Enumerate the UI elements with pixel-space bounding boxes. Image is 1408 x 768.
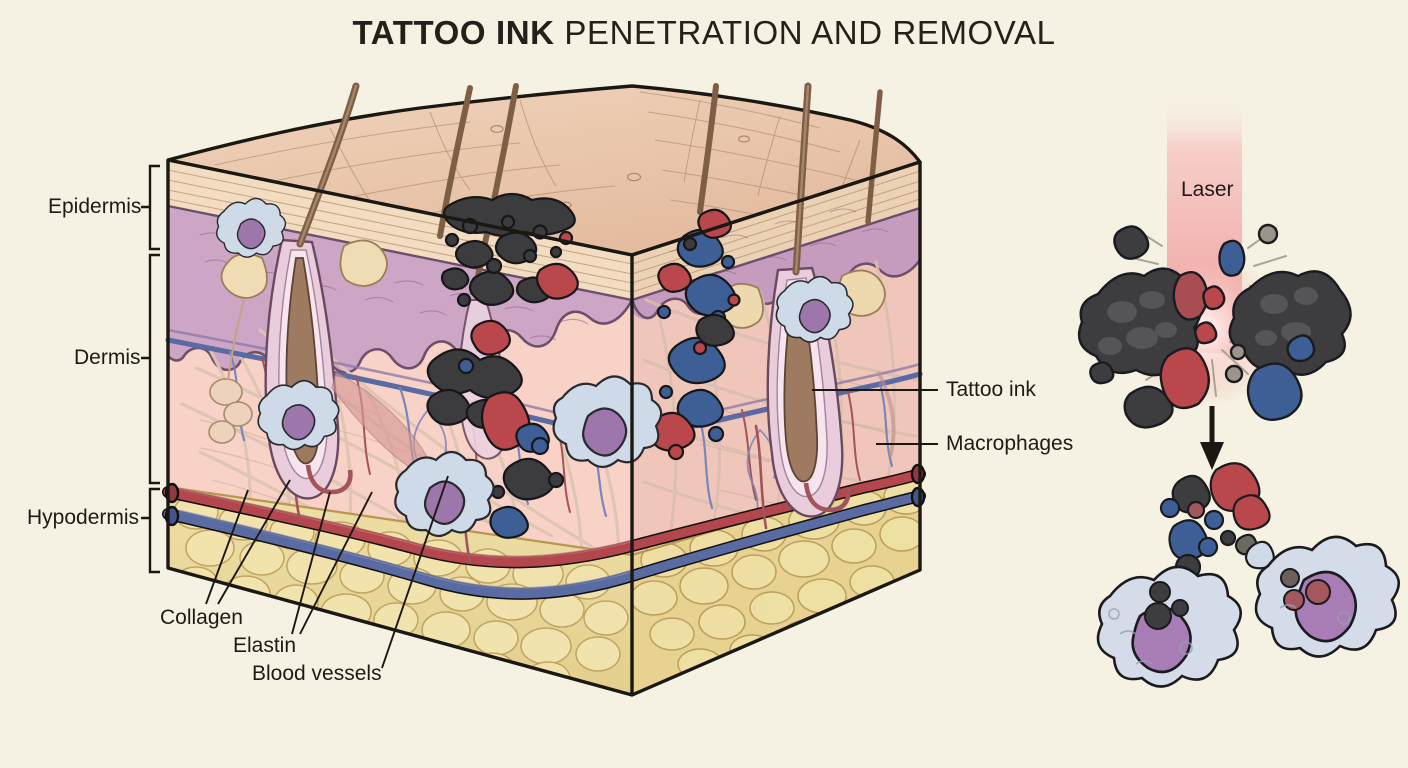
layer-brackets (141, 164, 160, 574)
skin-surface (166, 84, 922, 257)
label-hypodermis: Hypodermis (27, 506, 140, 529)
title-bold: TATTOO INK (352, 14, 555, 51)
label-macrophages: Macrophages (946, 432, 1074, 455)
page-title: TATTOO INK PENETRATION AND REMOVAL (0, 14, 1408, 52)
title-regular: PENETRATION AND REMOVAL (554, 14, 1056, 51)
label-blood-vessels: Blood vessels (252, 662, 382, 685)
dermal-macrophages (216, 197, 854, 538)
label-tattoo-ink: Tattoo ink (946, 378, 1036, 401)
laser-ink-fragments (1077, 223, 1352, 429)
block-outline (166, 158, 922, 697)
process-arrow (1200, 406, 1224, 470)
removal-macrophages (1096, 535, 1400, 688)
label-epidermis: Epidermis (48, 195, 142, 218)
callout-leaders (812, 389, 938, 445)
label-laser: Laser (1181, 178, 1234, 201)
label-collagen: Collagen (160, 606, 243, 629)
label-dermis: Dermis (74, 346, 141, 369)
label-elastin: Elastin (233, 634, 297, 657)
feature-leaders (205, 475, 449, 669)
